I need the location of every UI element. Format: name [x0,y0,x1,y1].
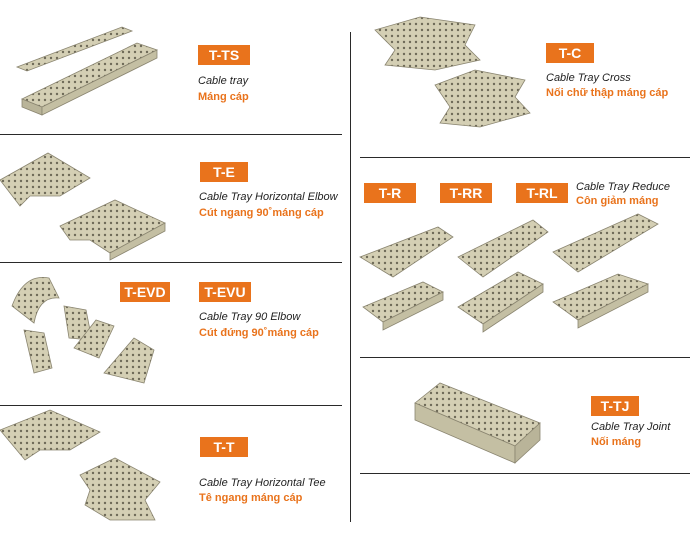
label-vi-t-ts: Máng cáp [198,91,249,103]
label-en-t-e: Cable Tray Horizontal Elbow [199,191,338,203]
divider-left-2 [0,262,342,263]
vertical-elbow-image [11,276,155,384]
code-badge-t-t: T-T [200,437,248,457]
horizontal-elbow-image [0,152,166,261]
label-vi-t-evu: Cút đứng 90˚máng cáp [199,327,319,339]
code-badge-t-rr: T-RR [440,183,492,203]
label-en-t-tj: Cable Tray Joint [591,421,671,433]
horizontal-tee-image [0,409,161,521]
code-badge-t-r: T-R [364,183,416,203]
label-vi-t-tj: Nối máng [591,436,642,448]
label-en-t-evu: Cable Tray 90 Elbow [199,311,301,323]
label-vi-t-t: Tê ngang máng cáp [199,492,303,504]
code-badge-t-evu: T-EVU [199,282,251,302]
code-badge-t-ts: T-TS [198,45,250,65]
label-en-t-c: Cable Tray Cross [546,72,631,84]
label-en-t-t: Cable Tray Horizontal Tee [199,477,326,489]
divider-right-2 [360,357,690,358]
divider-left-1 [0,134,342,135]
code-badge-t-c: T-C [546,43,594,63]
divider-right-3 [360,473,690,474]
joint-image [414,382,541,464]
reducer-image [359,213,659,333]
cross-image [374,16,531,128]
label-en-t-ts: Cable tray [198,75,249,87]
label-vi-t-e: Cút ngang 90˚máng cáp [199,207,324,219]
label-en-t-rl: Cable Tray Reduce [576,181,670,193]
code-badge-t-rl: T-RL [516,183,568,203]
label-vi-t-c: Nối chữ thập máng cáp [546,87,669,99]
cable-tray-image [15,26,159,116]
code-badge-t-e: T-E [200,162,248,182]
label-vi-t-rl: Côn giảm máng [576,195,659,207]
code-badge-t-evd: T-EVD [120,282,170,302]
divider-vertical [350,32,351,522]
code-badge-t-tj: T-TJ [591,396,639,416]
divider-right-1 [360,157,690,158]
divider-left-3 [0,405,342,406]
